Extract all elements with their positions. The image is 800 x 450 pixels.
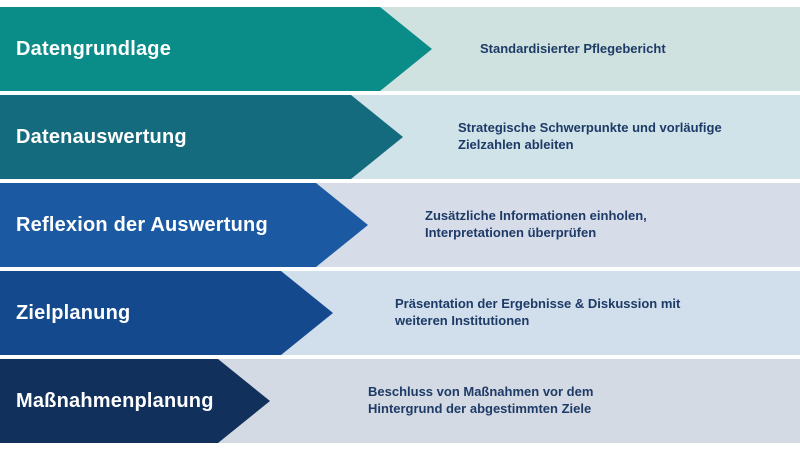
step-arrow: Datengrundlage xyxy=(0,7,432,91)
step-label: Zielplanung xyxy=(16,301,131,324)
step-description-container: Präsentation der Ergebnisse & Diskussion… xyxy=(395,271,715,355)
process-row-datengrundlage: Datengrundlage Standardisierter Pflegebe… xyxy=(0,7,800,91)
step-label: Maßnahmenplanung xyxy=(16,389,214,412)
process-rows: Datengrundlage Standardisierter Pflegebe… xyxy=(0,7,800,447)
step-description-container: Strategische Schwerpunkte und vorläufige… xyxy=(458,95,758,179)
process-row-massnahmenplanung: Maßnahmenplanung Beschluss von Maßnahmen… xyxy=(0,359,800,443)
step-description-container: Zusätzliche Informationen einholen, Inte… xyxy=(425,183,695,267)
step-label: Reflexion der Auswertung xyxy=(16,213,268,236)
step-description: Zusätzliche Informationen einholen, Inte… xyxy=(425,208,647,240)
process-row-datenauswertung: Datenauswertung Strategische Schwerpunkt… xyxy=(0,95,800,179)
step-description-container: Standardisierter Pflegebericht xyxy=(480,7,760,91)
step-description: Standardisierter Pflegebericht xyxy=(480,40,666,56)
process-row-zielplanung: Zielplanung Präsentation der Ergebnisse … xyxy=(0,271,800,355)
step-description: Präsentation der Ergebnisse & Diskussion… xyxy=(395,296,681,328)
process-row-reflexion-der-auswertung: Reflexion der Auswertung Zusätzliche Inf… xyxy=(0,183,800,267)
step-label: Datengrundlage xyxy=(16,37,172,60)
step-label: Datenauswertung xyxy=(16,125,187,148)
step-description-container: Beschluss von Maßnahmen vor dem Hintergr… xyxy=(368,359,618,443)
step-arrow: Zielplanung xyxy=(0,271,333,355)
step-arrow: Datenauswertung xyxy=(0,95,403,179)
step-description: Beschluss von Maßnahmen vor dem Hintergr… xyxy=(368,384,594,416)
step-arrow: Maßnahmenplanung xyxy=(0,359,270,443)
step-description: Strategische Schwerpunkte und vorläufige… xyxy=(458,120,722,152)
step-arrow: Reflexion der Auswertung xyxy=(0,183,368,267)
